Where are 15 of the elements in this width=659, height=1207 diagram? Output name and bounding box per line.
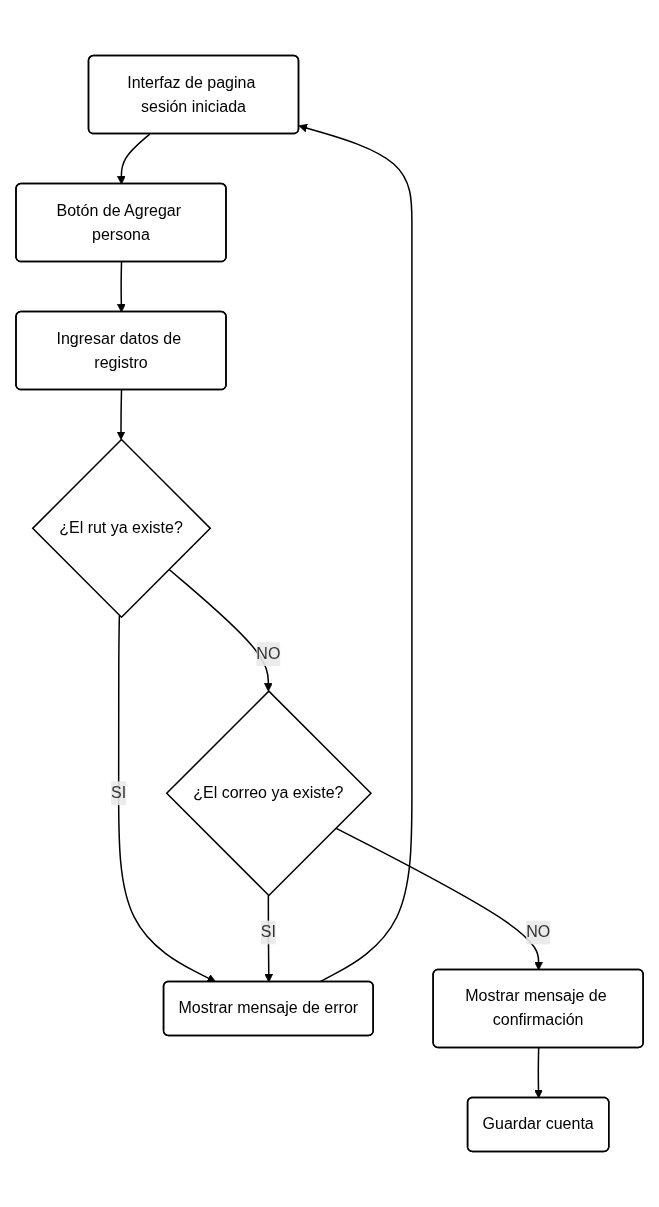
edge-label: NO	[256, 645, 281, 663]
arrow	[298, 123, 413, 983]
arrow	[534, 1047, 543, 1099]
arrow	[264, 894, 274, 983]
edge-label: SI	[111, 784, 127, 802]
node-diamond: ¿El correo ya existe?	[165, 690, 372, 897]
arrow	[117, 614, 216, 983]
arrow	[116, 133, 151, 185]
arrow	[116, 389, 126, 440]
edge-label: SI	[260, 923, 276, 941]
arrow	[168, 568, 273, 692]
arrow	[116, 261, 126, 313]
node-diamond: ¿El rut ya existe?	[31, 438, 212, 619]
arrow	[334, 827, 543, 971]
edge-label: NO	[526, 923, 551, 941]
